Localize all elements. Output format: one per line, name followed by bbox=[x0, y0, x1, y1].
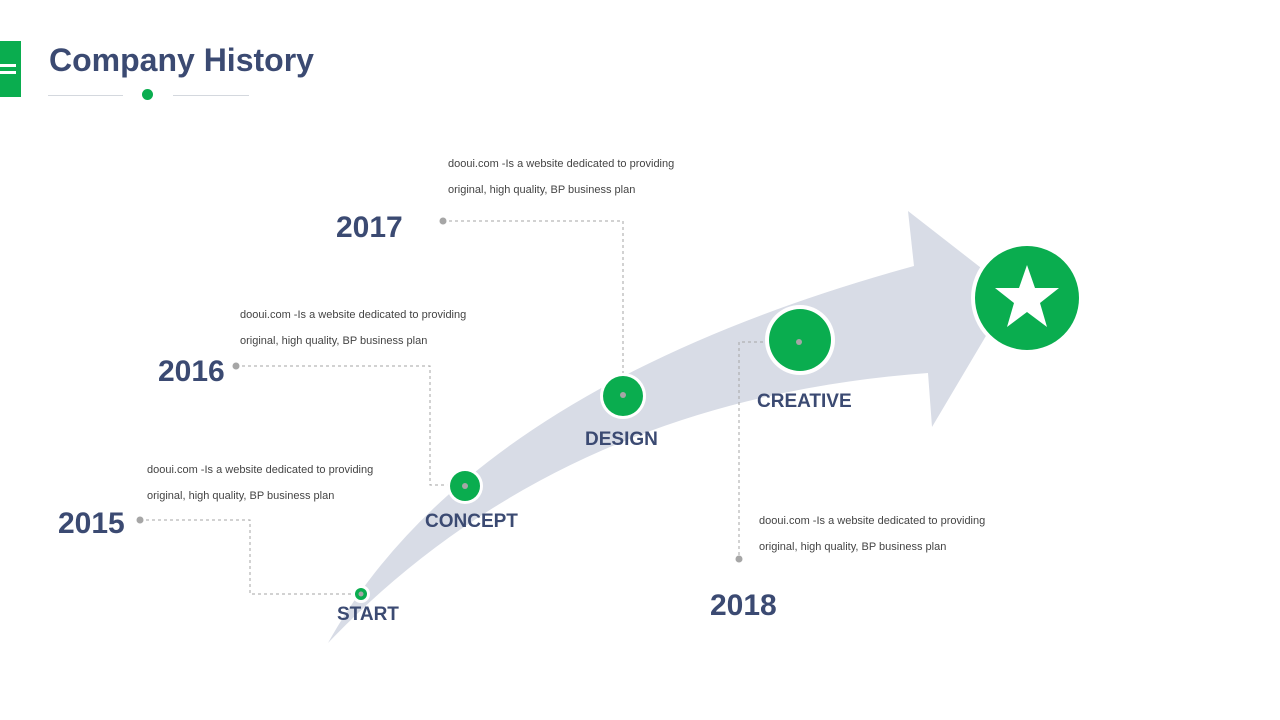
year-2015: 2015 bbox=[58, 507, 125, 540]
title-underline-right bbox=[173, 95, 249, 96]
stage-label-start: START bbox=[337, 604, 399, 625]
title-underline-left bbox=[48, 95, 123, 96]
connector-dots bbox=[136, 217, 743, 563]
description-2017-line-2: original, high quality, BP business plan bbox=[448, 184, 636, 196]
stage-label-creative: CREATIVE bbox=[757, 391, 852, 412]
connector-dot-2015 bbox=[136, 516, 144, 524]
stage-label-design: DESIGN bbox=[585, 429, 658, 450]
connector-2017 bbox=[443, 220, 624, 394]
milestone-node-concept bbox=[447, 468, 483, 504]
description-2016-line-2: original, high quality, BP business plan bbox=[240, 335, 428, 347]
description-2018-line-2: original, high quality, BP business plan bbox=[759, 541, 947, 553]
description-2017: dooui.com -Is a website dedicated to pro… bbox=[448, 158, 674, 197]
year-2017: 2017 bbox=[336, 211, 403, 244]
year-2016: 2016 bbox=[158, 355, 225, 388]
growth-arrow bbox=[328, 211, 1012, 643]
title-underline-dot bbox=[142, 89, 153, 100]
description-2017-line-1: dooui.com -Is a website dedicated to pro… bbox=[448, 158, 675, 170]
connector-dot-2018 bbox=[735, 555, 743, 563]
year-2018: 2018 bbox=[710, 589, 777, 622]
star-icon bbox=[995, 265, 1059, 327]
milestone-node-creative bbox=[765, 305, 835, 375]
stage-label-concept: CONCEPT bbox=[425, 511, 518, 532]
connector-dot-2017 bbox=[439, 217, 447, 225]
connector-dot-2016 bbox=[232, 362, 240, 370]
milestone-node-start bbox=[352, 585, 370, 603]
description-2016-line-1: dooui.com -Is a website dedicated to pro… bbox=[240, 309, 467, 321]
description-2018: dooui.com -Is a website dedicated to pro… bbox=[759, 515, 985, 554]
section-tab bbox=[0, 41, 21, 97]
description-2015-line-1: dooui.com -Is a website dedicated to pro… bbox=[147, 464, 374, 476]
connector-2015 bbox=[140, 519, 361, 595]
description-2015-line-2: original, high quality, BP business plan bbox=[147, 490, 335, 502]
goal-node bbox=[971, 242, 1083, 354]
milestone-node-design bbox=[600, 373, 646, 419]
description-2018-line-1: dooui.com -Is a website dedicated to pro… bbox=[759, 515, 986, 527]
description-2015: dooui.com -Is a website dedicated to pro… bbox=[147, 464, 373, 503]
description-2016: dooui.com -Is a website dedicated to pro… bbox=[240, 309, 466, 348]
page-title: Company History bbox=[49, 42, 314, 78]
